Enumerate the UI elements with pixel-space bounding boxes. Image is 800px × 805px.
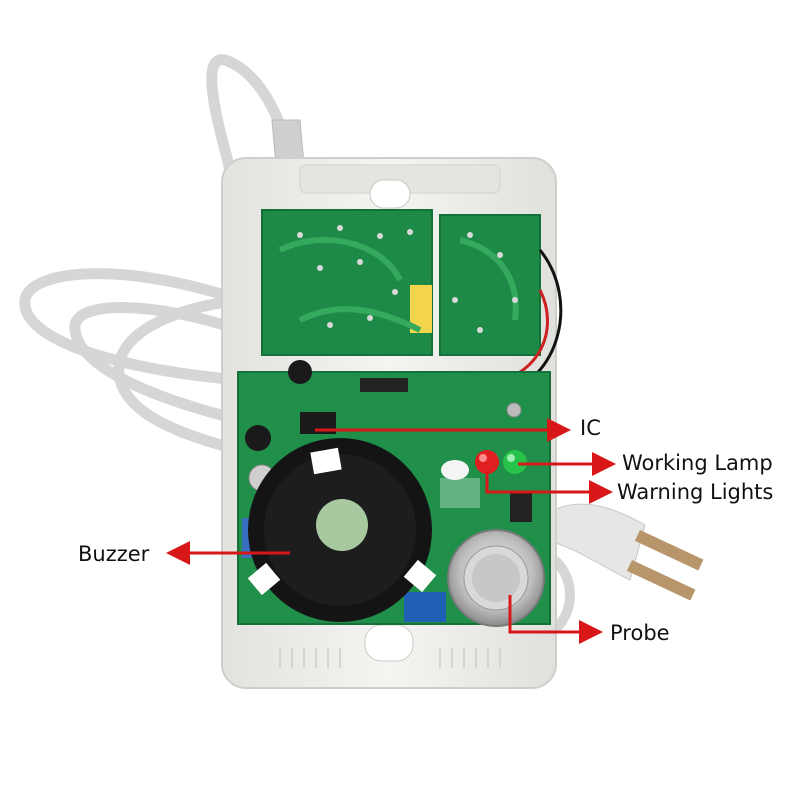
potentiometer [404, 592, 446, 622]
probe-arrow [508, 595, 603, 644]
plug [544, 503, 704, 634]
warning-lights-label: Warning Lights [617, 480, 774, 504]
mount-slot-top [369, 179, 411, 209]
warning-lights-arrow [485, 472, 613, 504]
ic-label: IC [580, 416, 601, 440]
mount-slot-bottom [364, 624, 414, 662]
callout-arrows [166, 418, 616, 644]
working-lamp-label: Working Lamp [622, 451, 773, 475]
capacitor-1 [288, 360, 312, 384]
power-board [261, 209, 541, 356]
header-pins [360, 378, 408, 392]
green-working-led [503, 450, 527, 474]
buzzer-component [247, 438, 437, 622]
capacitor-2 [245, 425, 271, 451]
switch [510, 492, 532, 522]
probe-label: Probe [610, 621, 670, 645]
buzzer-label: Buzzer [78, 542, 150, 566]
screw [506, 402, 522, 418]
gas-sensor-probe [447, 529, 545, 627]
red-warning-led [475, 450, 499, 474]
